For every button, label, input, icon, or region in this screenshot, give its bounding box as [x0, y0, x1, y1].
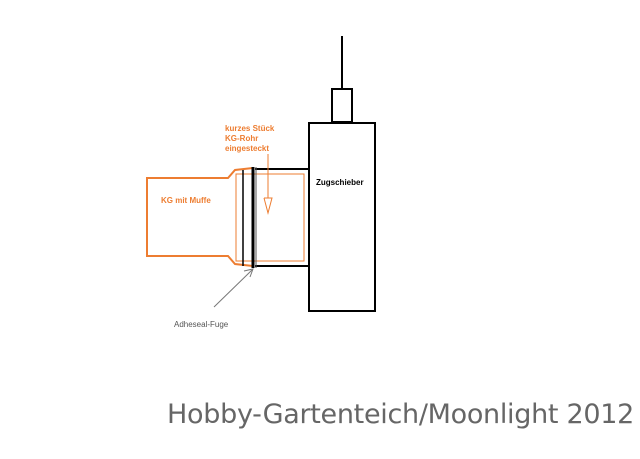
label-short-pipe-line1: kurzes Stück: [225, 124, 275, 133]
insert-arrow-head: [263, 197, 273, 215]
adhesive-leader-line: [213, 269, 253, 308]
label-short-pipe-line2: KG-Rohr: [225, 134, 258, 143]
watermark-text: Hobby-Gartenteich/Moonlight 2012: [167, 399, 634, 430]
label-slide-valve: Zugschieber: [316, 178, 364, 187]
short-pipe: [235, 173, 305, 262]
label-adhesive-joint: Adheseal-Fuge: [174, 320, 229, 329]
label-kg-pipe: KG mit Muffe: [161, 196, 211, 205]
valve-stem-box: [331, 88, 353, 123]
label-short-pipe-line3: eingesteckt: [225, 144, 269, 153]
kg-pipe-outline: [146, 167, 254, 267]
adhesive-leader-arrowhead: [243, 268, 254, 278]
valve-body: [308, 122, 376, 312]
